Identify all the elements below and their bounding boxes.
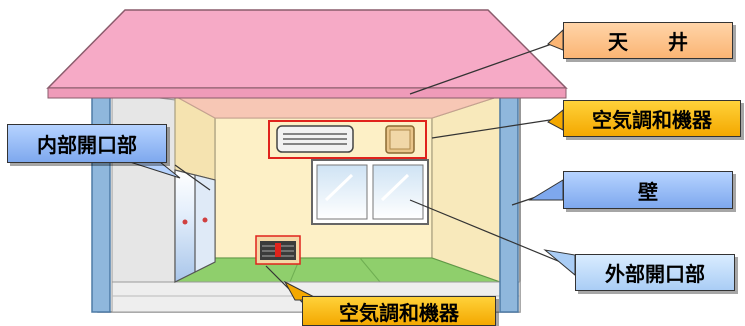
heater-unit-icon [255,235,301,265]
label-wall: 壁 [563,171,733,209]
air-conditioner-group-top [268,120,427,159]
leader-ceiling [409,39,564,95]
label-outer-opening: 外部開口部 [575,254,735,291]
right-interior-wall [431,95,501,283]
callout-tail-ceiling [547,28,564,51]
leader-outer-opening [409,199,576,269]
window-outer-opening [311,159,429,225]
left-pillar [91,85,111,313]
callout-tail-ac-top [547,108,564,131]
roof [46,9,568,99]
sliding-doors-inner-opening [174,169,216,283]
callout-tail-outer-opening [543,249,576,277]
right-pillar [499,85,519,313]
leader-ac-top [431,117,564,139]
label-inner-opening: 内部開口部 [7,124,167,163]
label-ceiling: 天 井 [563,22,733,59]
leader-lines [174,39,576,306]
callout-tail-wall [528,179,564,201]
highlight-box [268,120,427,159]
label-ac-bottom: 空気調和機器 [302,296,496,326]
leader-inner-opening [174,164,211,191]
label-ac-top: 空気調和機器 [563,100,741,137]
